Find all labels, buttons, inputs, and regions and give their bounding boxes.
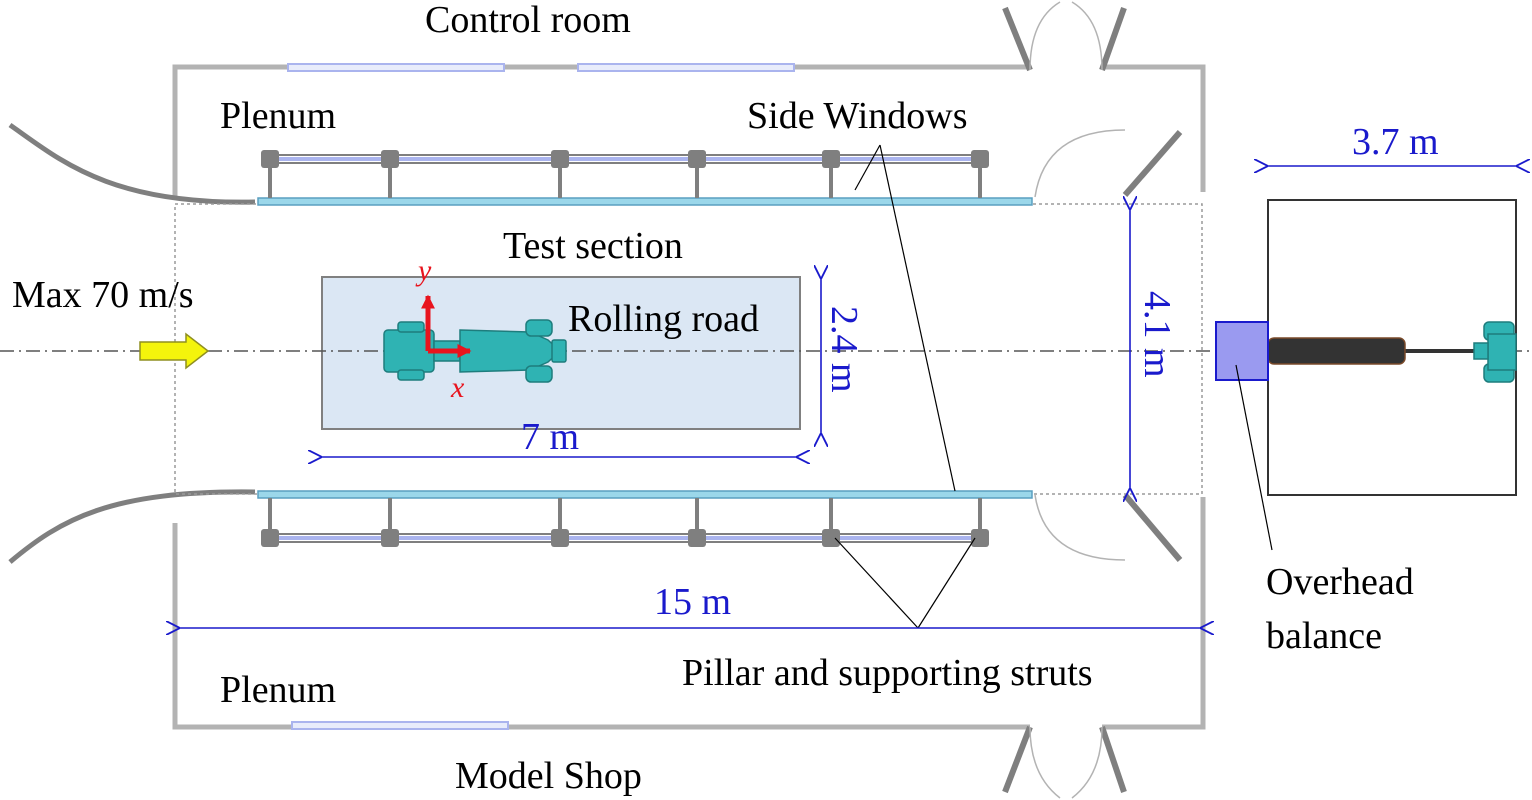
label-max-speed: Max 70 m/s xyxy=(12,274,194,316)
label-rolling-road: Rolling road xyxy=(568,298,759,340)
label-pillar-struts: Pillar and supporting struts xyxy=(682,652,1093,694)
flow-arrow xyxy=(139,332,210,370)
label-test-section: Test section xyxy=(503,225,683,267)
top-wall-right xyxy=(1102,64,1206,192)
bottom-wall-right xyxy=(1102,497,1206,730)
label-overhead: Overhead xyxy=(1266,561,1414,603)
label-plenum-top: Plenum xyxy=(220,95,336,137)
label-model-shop: Model Shop xyxy=(455,755,642,797)
dim-road-length: 7 m xyxy=(521,416,579,458)
nozzle xyxy=(8,122,256,564)
label-control-room: Control room xyxy=(425,0,631,41)
dim-section-width: 4.1 m xyxy=(1136,291,1178,378)
axes xyxy=(421,294,472,358)
dimension-lines xyxy=(180,166,1516,628)
struts-bottom xyxy=(261,498,989,547)
leader-lines xyxy=(834,144,1273,629)
struts-top xyxy=(261,150,989,198)
label-side-windows: Side Windows xyxy=(747,95,968,137)
x-axis-label: x xyxy=(450,371,465,404)
overhead-balance xyxy=(1215,199,1517,496)
label-balance: balance xyxy=(1266,615,1382,657)
dim-road-width: 2.4 m xyxy=(823,306,865,393)
side-windows xyxy=(257,197,1033,499)
car-model xyxy=(383,319,567,383)
bottom-wall xyxy=(172,523,1030,730)
dim-plenum-length: 15 m xyxy=(654,581,731,623)
y-axis-label: y xyxy=(415,254,432,287)
label-plenum-bottom: Plenum xyxy=(220,669,336,711)
doors xyxy=(1002,1,1183,799)
wall-windows xyxy=(287,63,795,730)
dim-balance-width: 3.7 m xyxy=(1352,121,1439,163)
